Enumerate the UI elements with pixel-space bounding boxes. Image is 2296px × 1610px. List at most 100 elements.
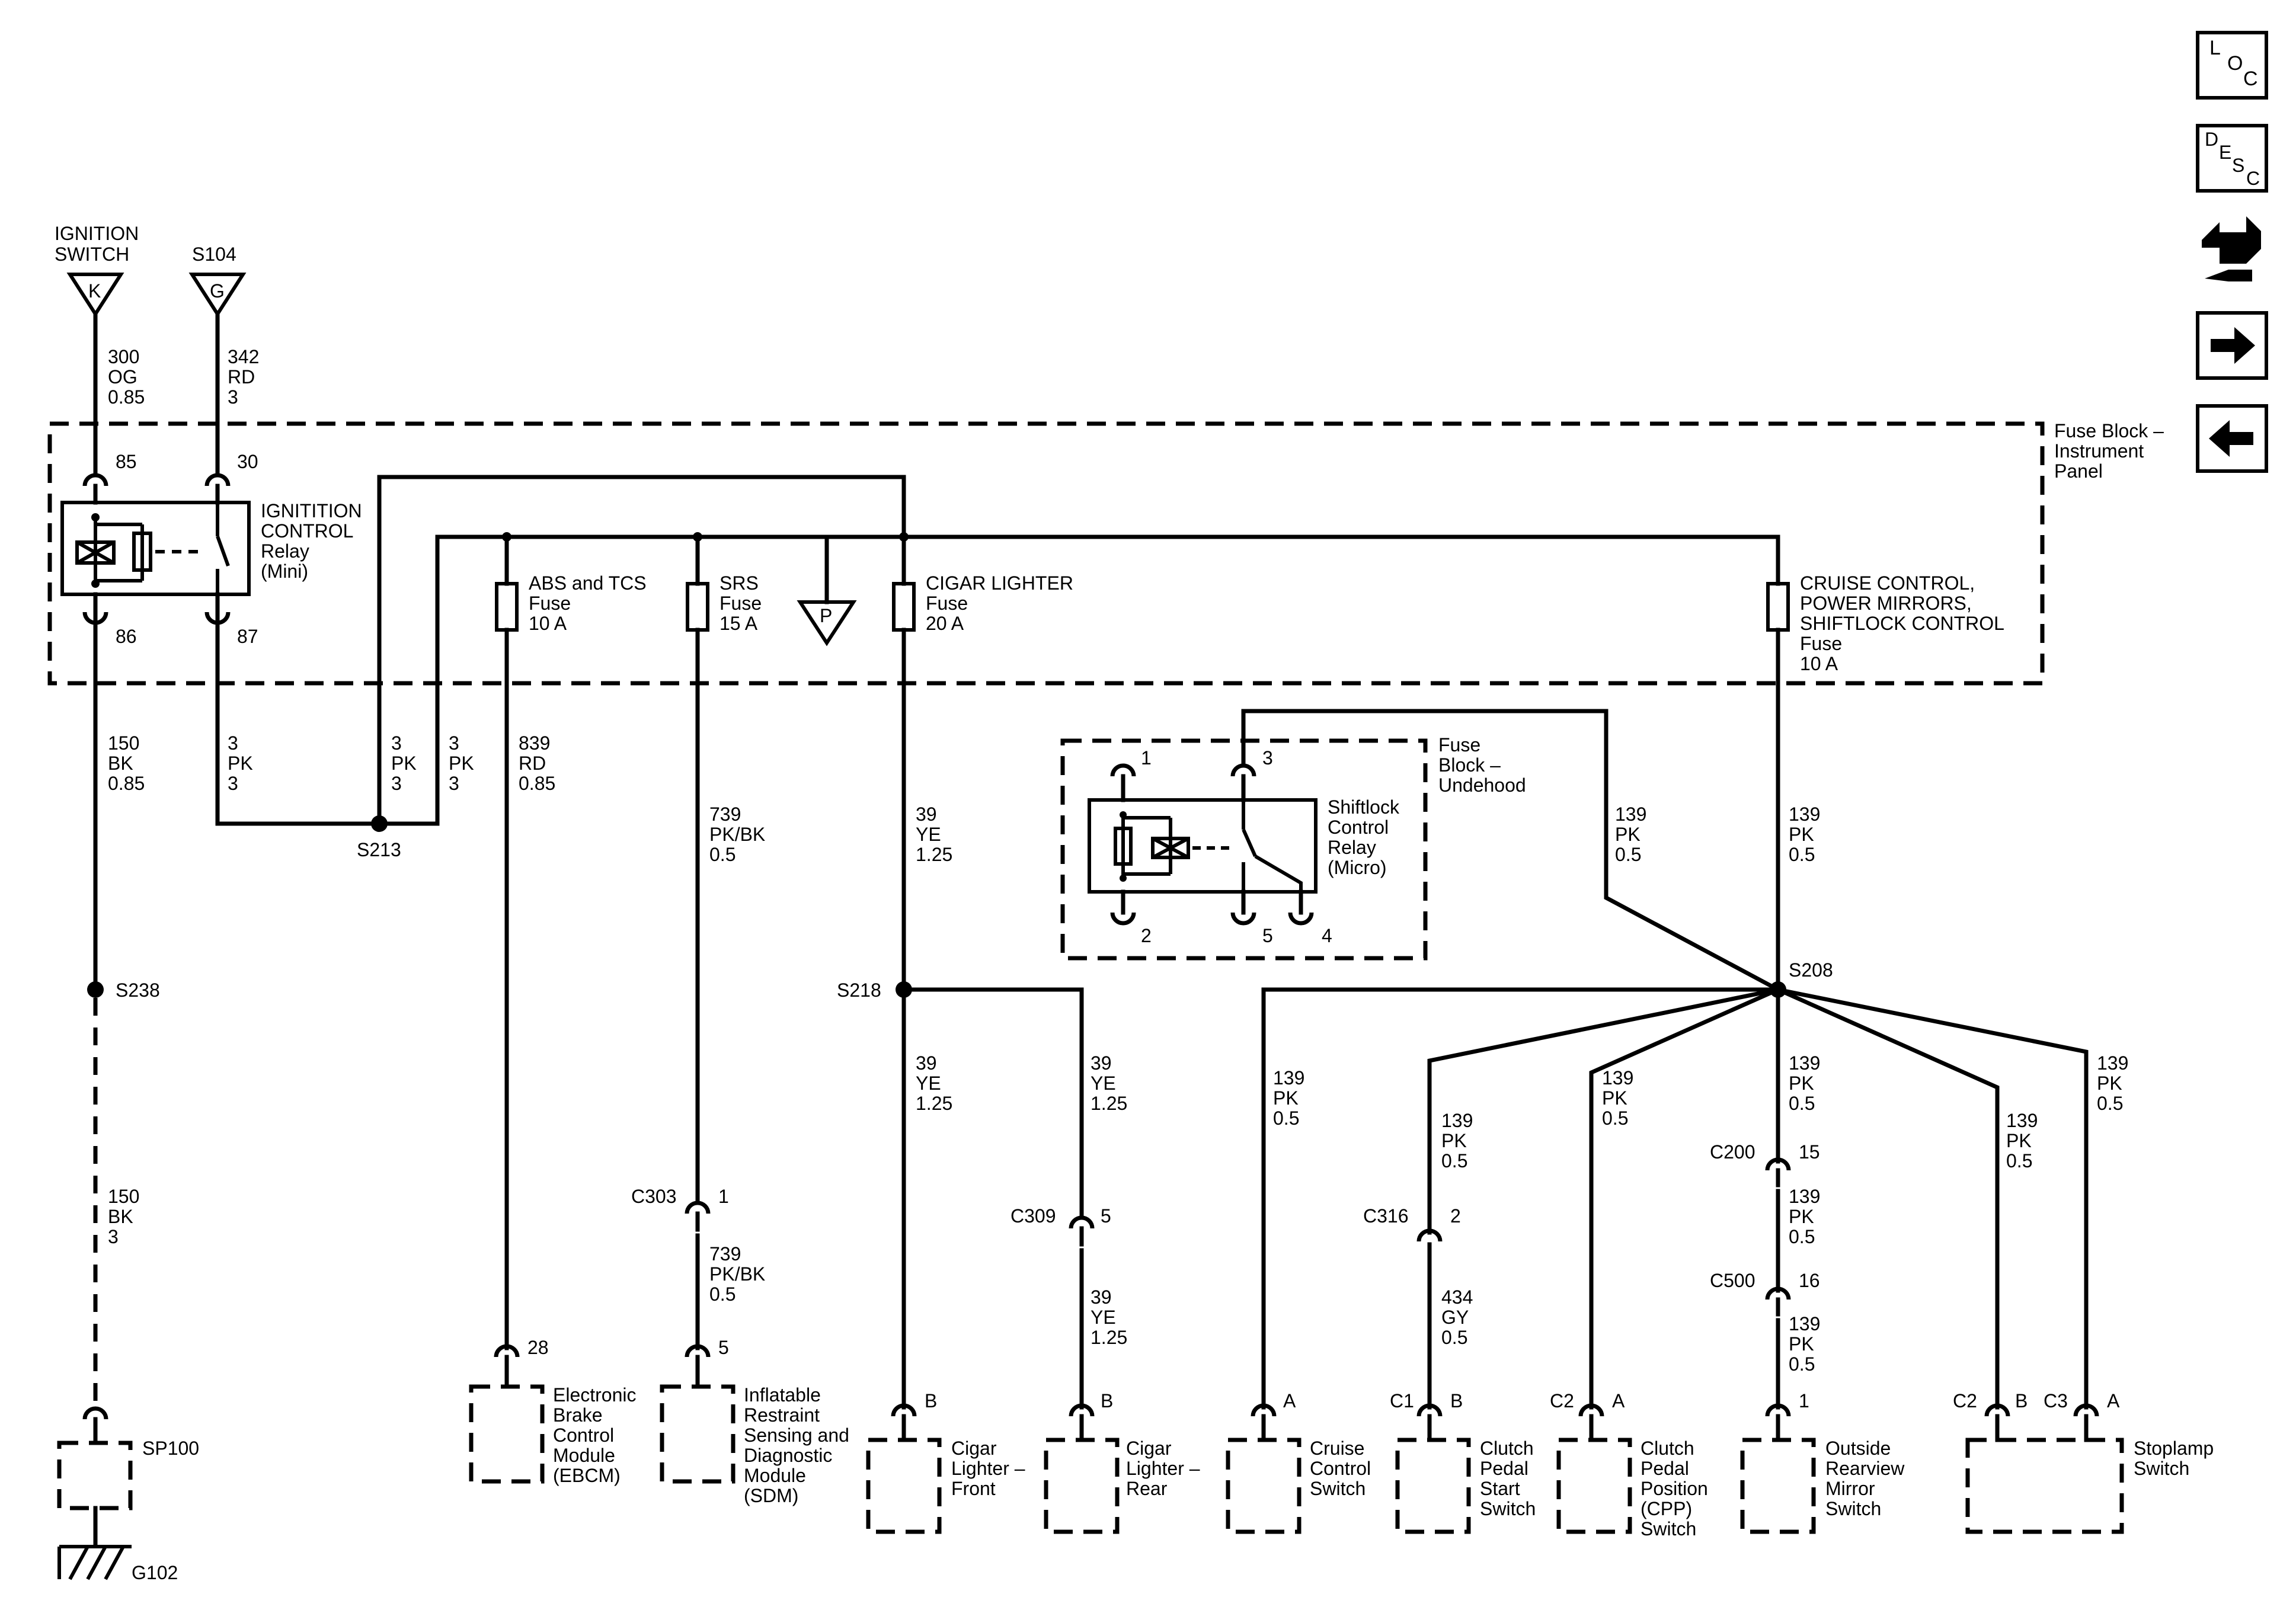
svg-text:5: 5 (1262, 925, 1273, 946)
g102-label: G102 (132, 1562, 178, 1583)
svg-text:K: K (88, 280, 101, 302)
svg-text:4: 4 (1322, 925, 1332, 946)
connector-c500-pin: 16 (1799, 1270, 1820, 1291)
splice-s208 (1241, 628, 2089, 1410)
splice-s218-label: S218 (837, 980, 881, 1001)
svg-text:C: C (2246, 168, 2260, 189)
connector-c309-label: C309 (1011, 1205, 1056, 1227)
ebcm-pin: 28 (527, 1337, 549, 1358)
svg-text:C: C (2243, 68, 2258, 90)
cigar-rear-label: Cigar Lighter – Rear (1126, 1438, 1205, 1499)
svg-text:IGNITITION CONTROL: IGNITITION CONTROL Relay (Mini) (261, 500, 367, 582)
splice-s238-label: S238 (116, 980, 160, 1001)
svg-text:D: D (2205, 129, 2218, 150)
svg-text:C3: C3 (2044, 1390, 2068, 1411)
stoplamp-switch: C2 B C3 A Stoplamp Switch (1953, 1390, 2214, 1534)
svg-text:1: 1 (1141, 747, 1152, 769)
svg-text:A: A (1612, 1390, 1625, 1411)
fuse-block-ip-label: Fuse Block – Instrument Panel (2054, 420, 2169, 482)
sp100-label: SP100 (142, 1438, 199, 1459)
svg-text:SRS Fuse 15 A: SRS Fuse 15 A (720, 572, 767, 634)
svg-text:S: S (2232, 155, 2244, 176)
svg-text:3: 3 (1262, 747, 1273, 769)
cruise-control-fuse: CRUISE CONTROL, POWER MIRRORS, SHIFTLOCK… (1766, 572, 2009, 674)
connector-c303-pin: 1 (718, 1186, 729, 1207)
shiftlock-control-relay: 1 3 2 5 4 Shiftlock Control Relay (Micro… (1088, 747, 1405, 946)
ebcm-circuit (469, 628, 545, 1484)
sdm-pin: 5 (718, 1337, 729, 1358)
connector-c316-pin: 2 (1450, 1205, 1461, 1227)
ignition-control-relay: 85 30 86 87 IGNITITION CONTROL Relay (Mi… (60, 312, 367, 647)
sdm-label: Inflatable Restraint Sensing and Diagnos… (744, 1384, 855, 1506)
ebcm-label: Electronic Brake Control Module (EBCM) (553, 1384, 641, 1486)
svg-text:IGNITION: IGNITION (55, 223, 139, 244)
svg-text:O: O (2227, 52, 2243, 75)
svg-text:S104: S104 (192, 244, 236, 265)
connector-c316-label: C316 (1363, 1205, 1409, 1227)
svg-text:SWITCH: SWITCH (55, 244, 129, 265)
svg-text:L: L (2209, 37, 2221, 59)
fuse-block-instrument-panel (47, 421, 2045, 686)
svg-text:1: 1 (1799, 1390, 1809, 1411)
ground-circuit (57, 610, 133, 1580)
svg-text:2: 2 (1141, 925, 1152, 946)
svg-text:B: B (2015, 1390, 2028, 1411)
svg-text:B: B (1450, 1390, 1463, 1411)
svg-text:CRUISE CONTROL, POWER MI: CRUISE CONTROL, POWER MIRRORS, SHIFTLOCK… (1800, 572, 2009, 674)
svg-text:C2: C2 (1953, 1390, 1977, 1411)
svg-text:P: P (820, 605, 832, 626)
loc-icon[interactable]: L O C (2196, 31, 2268, 100)
cigar-front-label: Cigar Lighter – Front (951, 1438, 1030, 1499)
fuse-block-bus (377, 475, 1780, 826)
outside-rearview-mirror-switch: 1 Outside Rearview Mirror Switch (1740, 1390, 1910, 1534)
svg-text:ABS and TCS Fuse 1: ABS and TCS Fuse 10 A (529, 572, 652, 634)
connector-c200-pin: 15 (1799, 1141, 1820, 1163)
svg-text:Outside Rearview M: Outside Rearview Mirror Switch (1825, 1438, 1910, 1519)
svg-text:A: A (1283, 1390, 1296, 1411)
abs-tcs-fuse: ABS and TCS Fuse 10 A (495, 572, 652, 634)
connector-c500-label: C500 (1710, 1270, 1755, 1291)
svg-text:85: 85 (116, 451, 137, 472)
p-terminal: P (797, 600, 857, 646)
connector-end-view-icon[interactable] (2202, 216, 2261, 281)
next-page-arrow-icon[interactable] (2196, 311, 2268, 380)
svg-text:87: 87 (237, 626, 258, 647)
previous-page-arrow-icon[interactable] (2196, 404, 2268, 473)
clutch-pedal-position-switch: C2 A Clutch Pedal Position (CPP) Switch (1550, 1390, 1708, 1539)
svg-text:G: G (210, 280, 225, 302)
ignition-switch-source: IGNITION SWITCH K (55, 223, 139, 318)
desc-icon[interactable]: D E S C (2196, 124, 2268, 193)
cigar-rear-pin: B (1101, 1390, 1113, 1411)
fuse-block-underhood-label: Fuse Block – Undehood (1438, 734, 1526, 796)
svg-text:A: A (2107, 1390, 2120, 1411)
cigar-front-pin: B (925, 1390, 937, 1411)
s104-source: S104 G (188, 244, 247, 318)
sdm-circuit (660, 628, 736, 1484)
cigar-lighter-fuse: CIGAR LIGHTER Fuse 20 A (892, 572, 1079, 634)
svg-text:CIGAR LIGHTER Fuse: CIGAR LIGHTER Fuse 20 A (926, 572, 1079, 634)
svg-text:C2: C2 (1550, 1390, 1574, 1411)
svg-text:Shiftlock Control: Shiftlock Control Relay (Micro) (1328, 796, 1405, 878)
